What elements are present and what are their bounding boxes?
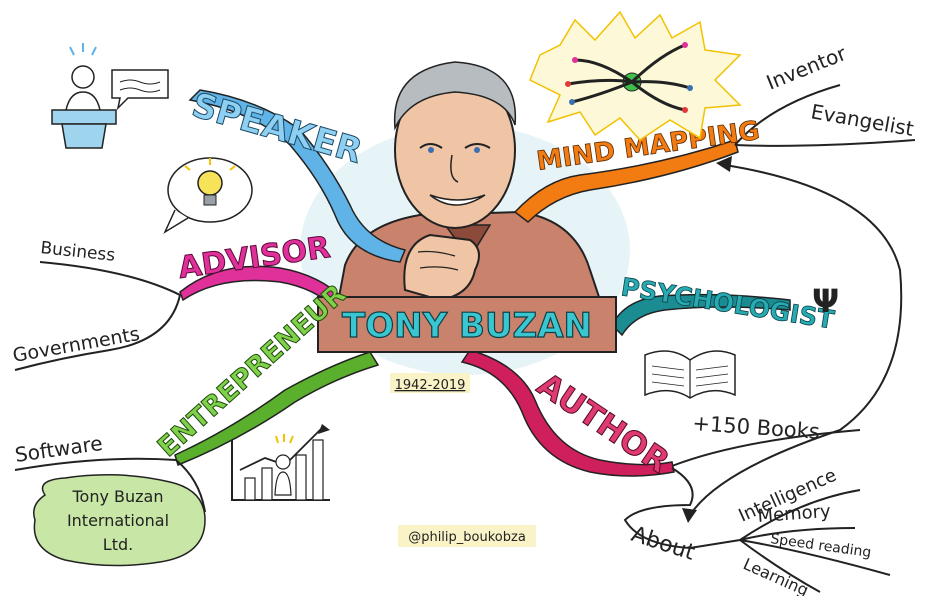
branch-advisor — [179, 265, 346, 312]
portrait-nose — [450, 154, 459, 183]
portrait-smile — [429, 194, 486, 206]
credit-handle: @philip_boukobza — [408, 530, 526, 545]
label-about-learning: Learning — [740, 554, 811, 596]
company-line-1: Tony Buzan — [72, 487, 164, 506]
branch-entrepreneur — [174, 351, 380, 467]
label-entrepreneur-software: Software — [13, 431, 104, 467]
right-iris — [474, 147, 480, 153]
label-about-memory: Memory — [757, 501, 832, 527]
author-sub-about — [623, 467, 741, 550]
center-years: 1942-2019 — [395, 378, 466, 393]
advisor-sub-business — [39, 261, 181, 296]
label-about: About — [628, 522, 698, 566]
company-line-3: Ltd. — [103, 535, 133, 554]
label-mind-mapping-evangelist: Evangelist — [809, 99, 916, 141]
advisor-sub-governments — [14, 294, 181, 371]
arrow-head-top — [716, 156, 732, 172]
about-arrow-loop — [689, 164, 903, 516]
center-name: TONY BUZAN — [342, 306, 592, 346]
portrait-hair — [393, 61, 517, 131]
arrow-head-bottom — [682, 508, 697, 523]
psi-icon: Ψ — [812, 282, 839, 320]
years-highlight — [390, 373, 470, 393]
label-advisor-business: Business — [39, 238, 116, 266]
about-subs — [739, 489, 891, 593]
label-psychologist: PSYCHOLOGIST — [619, 272, 836, 334]
left-eye — [419, 143, 443, 149]
lightbulb-icon — [163, 157, 253, 234]
company-line-2: International — [67, 511, 169, 530]
mind-mapping-subs — [734, 84, 916, 147]
mind-map-icon — [529, 10, 742, 141]
company-bubble: Tony Buzan International Ltd. — [33, 474, 206, 567]
branch-author — [460, 349, 675, 477]
speech-bubble-icon — [111, 69, 169, 111]
speaker-podium-icon — [51, 43, 117, 149]
branch-speaker — [188, 89, 407, 263]
branch-psychologist — [611, 293, 791, 337]
label-author-books: +150 Books — [692, 411, 821, 444]
name-plate — [317, 296, 617, 353]
entrepreneur-sub-software — [14, 457, 177, 471]
company-cloud — [33, 474, 206, 567]
entrepreneur-sub-company — [175, 459, 206, 513]
left-iris — [428, 147, 434, 153]
growth-chart-icon — [231, 424, 330, 501]
credit-highlight — [398, 525, 536, 547]
open-book-icon — [644, 350, 736, 399]
branch-mind-mapping — [513, 139, 739, 223]
right-eye — [464, 143, 491, 149]
label-advisor-governments: Governments — [11, 323, 141, 367]
hand-knuckles — [417, 250, 459, 271]
center-node: TONY BUZAN 1942-2019 — [317, 296, 617, 393]
